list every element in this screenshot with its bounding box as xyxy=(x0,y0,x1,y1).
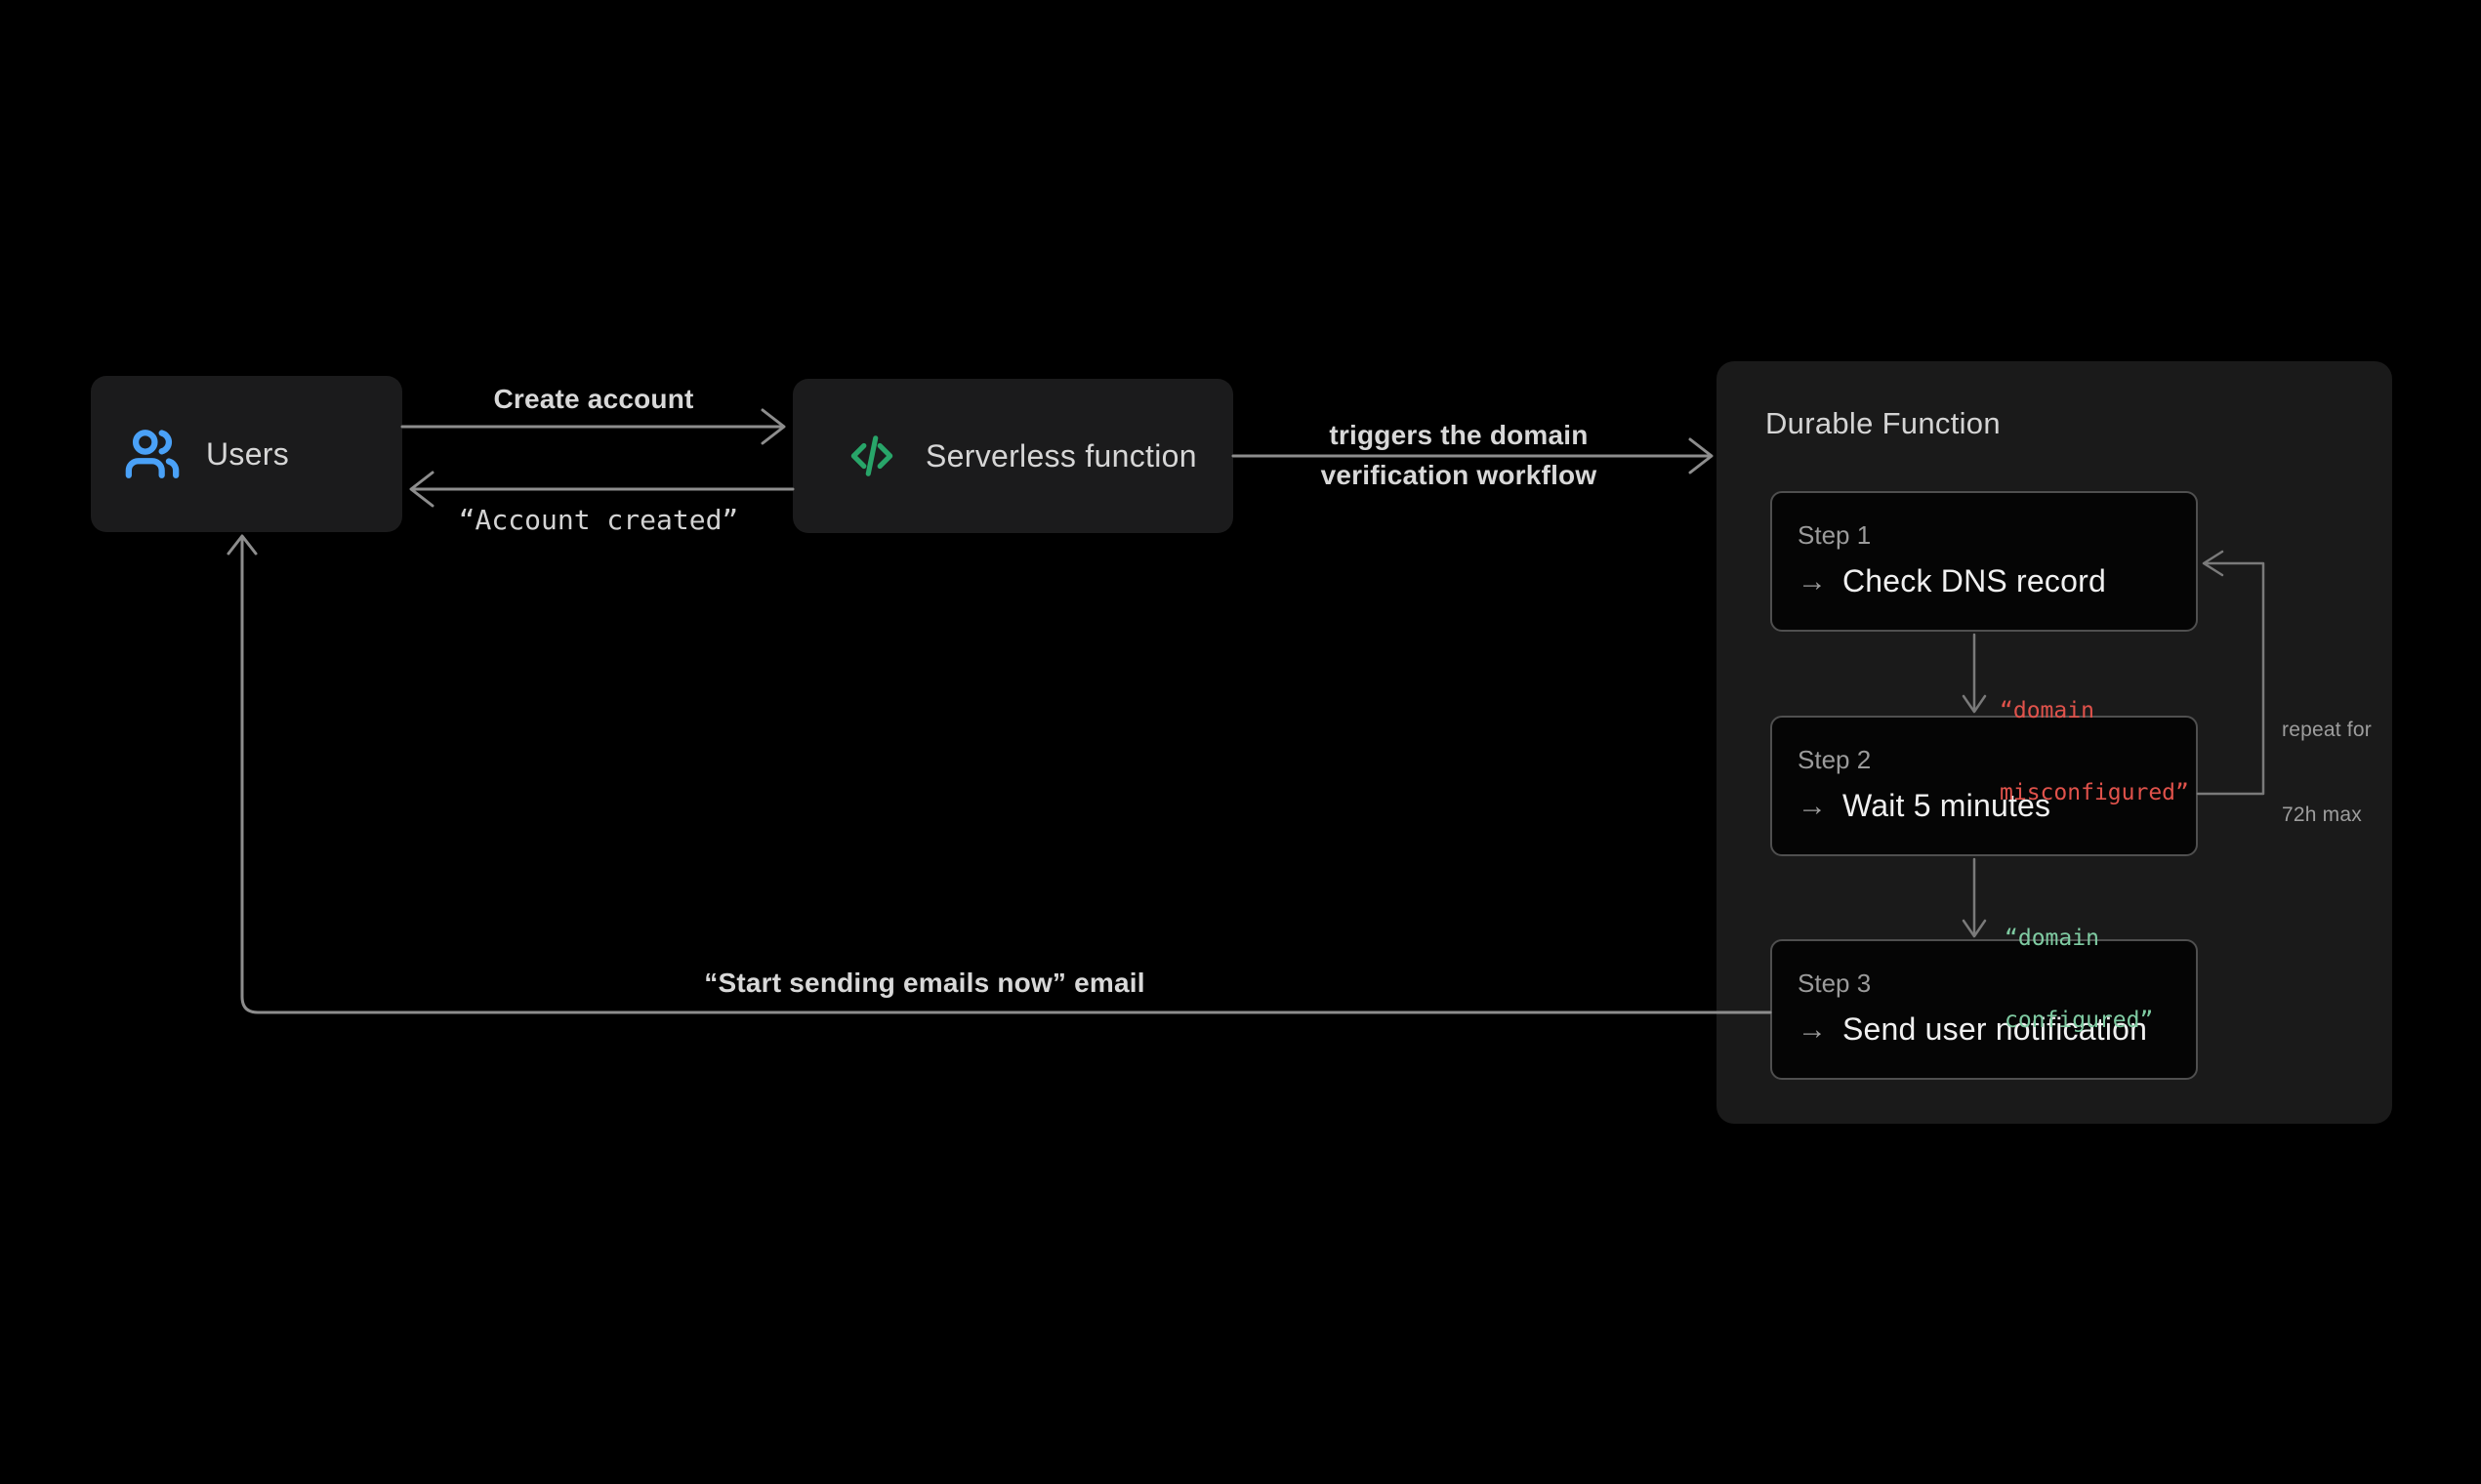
arrow-right-icon: → xyxy=(1798,1012,1827,1046)
step-3-action: Send user notification xyxy=(1842,1011,2148,1047)
code-icon xyxy=(850,435,893,476)
domain-configured-label: “domain configured” xyxy=(2005,926,2154,1033)
account-created-arrow xyxy=(409,471,795,508)
step-2-action: Wait 5 minutes xyxy=(1842,788,2051,823)
step-1-box: Step 1 → Check DNS record xyxy=(1770,491,2198,632)
step-2-label: Step 2 xyxy=(1798,745,1872,774)
repeat-72h-max-label: repeat for 72h max xyxy=(2282,719,2372,826)
durable-function-panel: Durable Function Step 1 → Check DNS reco… xyxy=(1716,361,2392,1124)
users-label: Users xyxy=(206,435,290,472)
triggers-edge-label-line1: triggers the domain xyxy=(1329,420,1589,450)
send-email-return-arrow xyxy=(227,534,1772,1014)
triggers-edge-label-line2: verification workflow xyxy=(1320,460,1597,490)
step-3-label: Step 3 xyxy=(1798,969,1872,998)
create-account-arrow xyxy=(400,408,786,445)
serverless-function-label: Serverless function xyxy=(926,437,1197,474)
step-1-action: Check DNS record xyxy=(1842,563,2106,598)
step-2-box: Step 2 → Wait 5 minutes xyxy=(1770,716,2198,856)
durable-function-title: Durable Function xyxy=(1765,406,2001,440)
users-icon xyxy=(125,430,180,478)
domain-misconfigured-label: “domain misconfigured” xyxy=(2000,698,2189,805)
account-created-edge-label: “Account created” xyxy=(458,504,739,536)
users-node: Users xyxy=(91,376,402,532)
step-3-box: Step 3 → Send user notification xyxy=(1770,939,2198,1080)
step-1-label: Step 1 xyxy=(1798,520,1872,550)
create-account-edge-label: Create account xyxy=(493,384,694,414)
serverless-function-node: Serverless function xyxy=(793,379,1233,533)
arrow-right-icon: → xyxy=(1798,564,1827,598)
start-sending-email-edge-label: “Start sending emails now” email xyxy=(704,968,1145,998)
arrow-right-icon: → xyxy=(1798,789,1827,822)
